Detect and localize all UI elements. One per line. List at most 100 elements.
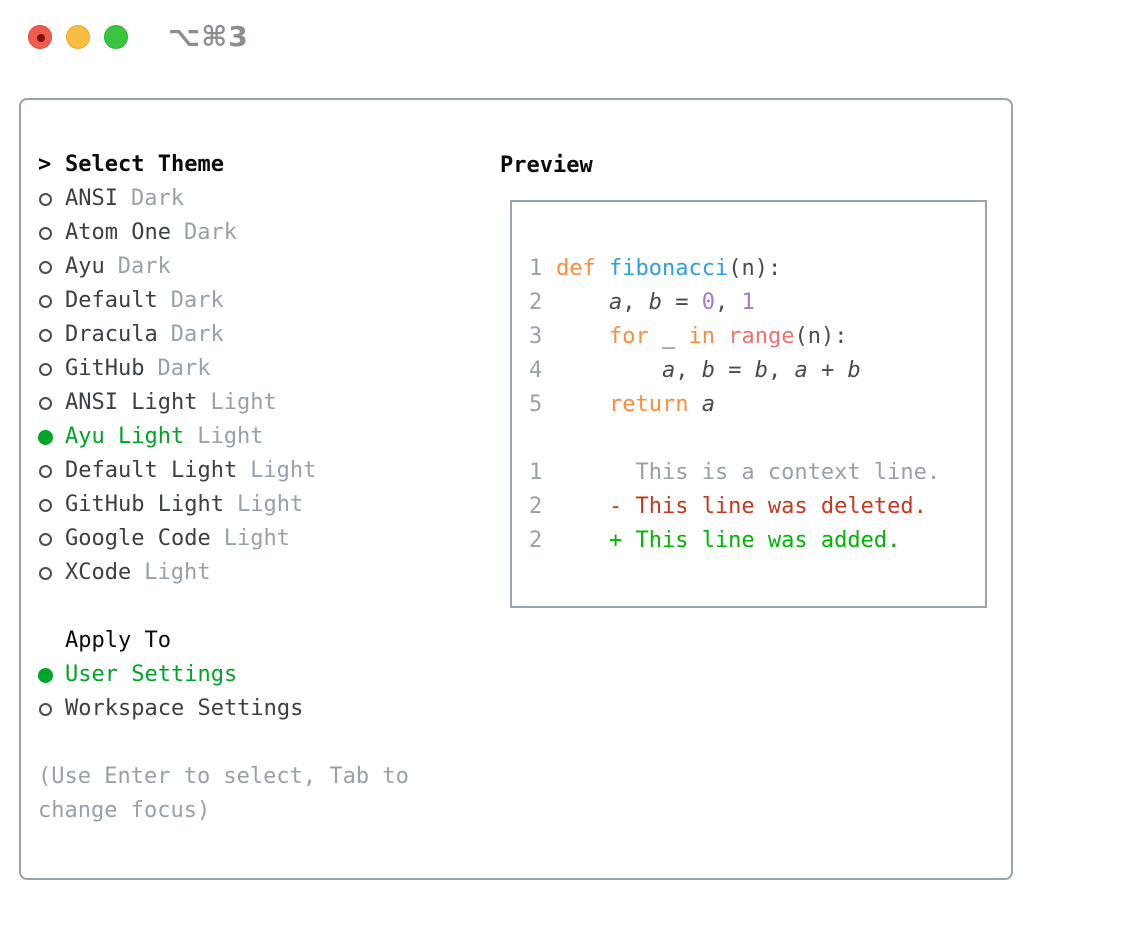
theme-variant-tag: Dark (117, 254, 171, 279)
theme-variant-tag: Dark (157, 356, 211, 381)
radio-glyph (39, 328, 52, 342)
line-number: 4 (529, 358, 543, 383)
line-number: 1 (529, 460, 543, 485)
radio-icon (38, 396, 65, 410)
code-content: a, b = b, a + b (661, 358, 861, 383)
code-line: 2 a, b = 0, 1 (529, 286, 985, 320)
radio-icon (38, 226, 65, 240)
cursor-prefix: > (38, 152, 52, 177)
diff-content: This is a context line. (556, 460, 941, 485)
diff-line-deleted: 2 - This line was deleted. (529, 490, 985, 524)
radio-icon (38, 260, 65, 274)
traffic-lights (28, 25, 128, 49)
radio-icon (38, 362, 65, 376)
radio-icon (38, 328, 65, 342)
line-number: 2 (529, 528, 543, 553)
theme-item-label: Dracula (65, 322, 158, 347)
line-number: 2 (529, 290, 543, 315)
titlebar: ⌥⌘3 (0, 0, 1140, 75)
apply-to-header: Apply To (65, 628, 171, 653)
theme-item-label: ANSI (65, 186, 118, 211)
zoom-button[interactable] (104, 25, 128, 49)
code-line: 1 def fibonacci(n): (529, 252, 985, 286)
theme-variant-tag: Light (144, 560, 211, 585)
theme-item-label: Ayu (65, 254, 105, 279)
line-number: 1 (529, 256, 543, 281)
radio-icon (38, 532, 65, 546)
theme-variant-tag: Light (250, 458, 317, 483)
radio-selected-icon (38, 429, 65, 445)
window-title: ⌥⌘3 (168, 20, 249, 53)
theme-item-github[interactable]: GitHub Dark (38, 352, 478, 386)
code-content: return a (608, 392, 715, 417)
diff-line-context: 1 This is a context line. (529, 456, 985, 490)
radio-icon (38, 566, 65, 580)
code-diff-separator (529, 422, 985, 456)
minimize-button[interactable] (66, 25, 90, 49)
theme-item-label: Default (65, 288, 158, 313)
code-line: 3 for _ in range(n): (529, 320, 985, 354)
radio-icon (38, 294, 65, 308)
radio-glyph (39, 532, 52, 546)
theme-variant-tag: Dark (170, 322, 224, 347)
code-content: def fibonacci(n): (556, 256, 782, 281)
theme-item-label: Ayu Light (65, 424, 185, 449)
hint-text: (Use Enter to select, Tab to change focu… (38, 764, 409, 823)
theme-variant-tag: Light (197, 424, 264, 449)
theme-item-label: GitHub Light (65, 492, 224, 517)
radio-icon (38, 702, 65, 716)
radio-icon (38, 192, 65, 206)
radio-selected-icon (38, 667, 65, 683)
apply-option-workspace-settings[interactable]: Workspace Settings (38, 692, 478, 726)
line-number: 2 (529, 494, 543, 519)
line-number: 3 (529, 324, 543, 349)
radio-glyph (39, 396, 52, 410)
diff-content: - This line was deleted. (556, 494, 927, 519)
theme-item-label: Google Code (65, 526, 211, 551)
radio-glyph (39, 192, 52, 206)
theme-item-dracula[interactable]: Dracula Dark (38, 318, 478, 352)
apply-option-label: User Settings (65, 662, 238, 687)
theme-item-label: XCode (65, 560, 132, 585)
theme-list-title: Select Theme (65, 152, 224, 177)
radio-glyph (39, 464, 52, 478)
close-button[interactable] (28, 25, 52, 49)
record-dot-icon (37, 34, 45, 42)
theme-item-label: GitHub (65, 356, 145, 381)
radio-icon (38, 498, 65, 512)
theme-list-header: > Select Theme (38, 148, 478, 182)
theme-item-label: Default Light (65, 458, 238, 483)
radio-glyph (39, 226, 52, 240)
code-content: a, b = 0, 1 (608, 290, 755, 315)
diff-content: + This line was added. (556, 528, 901, 553)
theme-item-default-light[interactable]: Default Light Light (38, 454, 478, 488)
radio-glyph (39, 702, 52, 716)
theme-item-ayu-light[interactable]: Ayu Light Light (38, 420, 478, 454)
radio-glyph (39, 362, 52, 376)
radio-glyph (38, 667, 53, 683)
theme-variant-tag: Light (223, 526, 290, 551)
apply-option-user-settings[interactable]: User Settings (38, 658, 478, 692)
theme-item-xcode[interactable]: XCode Light (38, 556, 478, 590)
radio-icon (38, 464, 65, 478)
code-line: 5 return a (529, 388, 985, 422)
spacer (38, 590, 478, 624)
radio-glyph (39, 294, 52, 308)
radio-glyph (39, 260, 52, 274)
theme-item-ayu[interactable]: Ayu Dark (38, 250, 478, 284)
diff-line-added: 2 + This line was added. (529, 524, 985, 558)
theme-item-google-code[interactable]: Google Code Light (38, 522, 478, 556)
theme-variant-tag: Light (210, 390, 277, 415)
preview-title: Preview (500, 152, 593, 178)
